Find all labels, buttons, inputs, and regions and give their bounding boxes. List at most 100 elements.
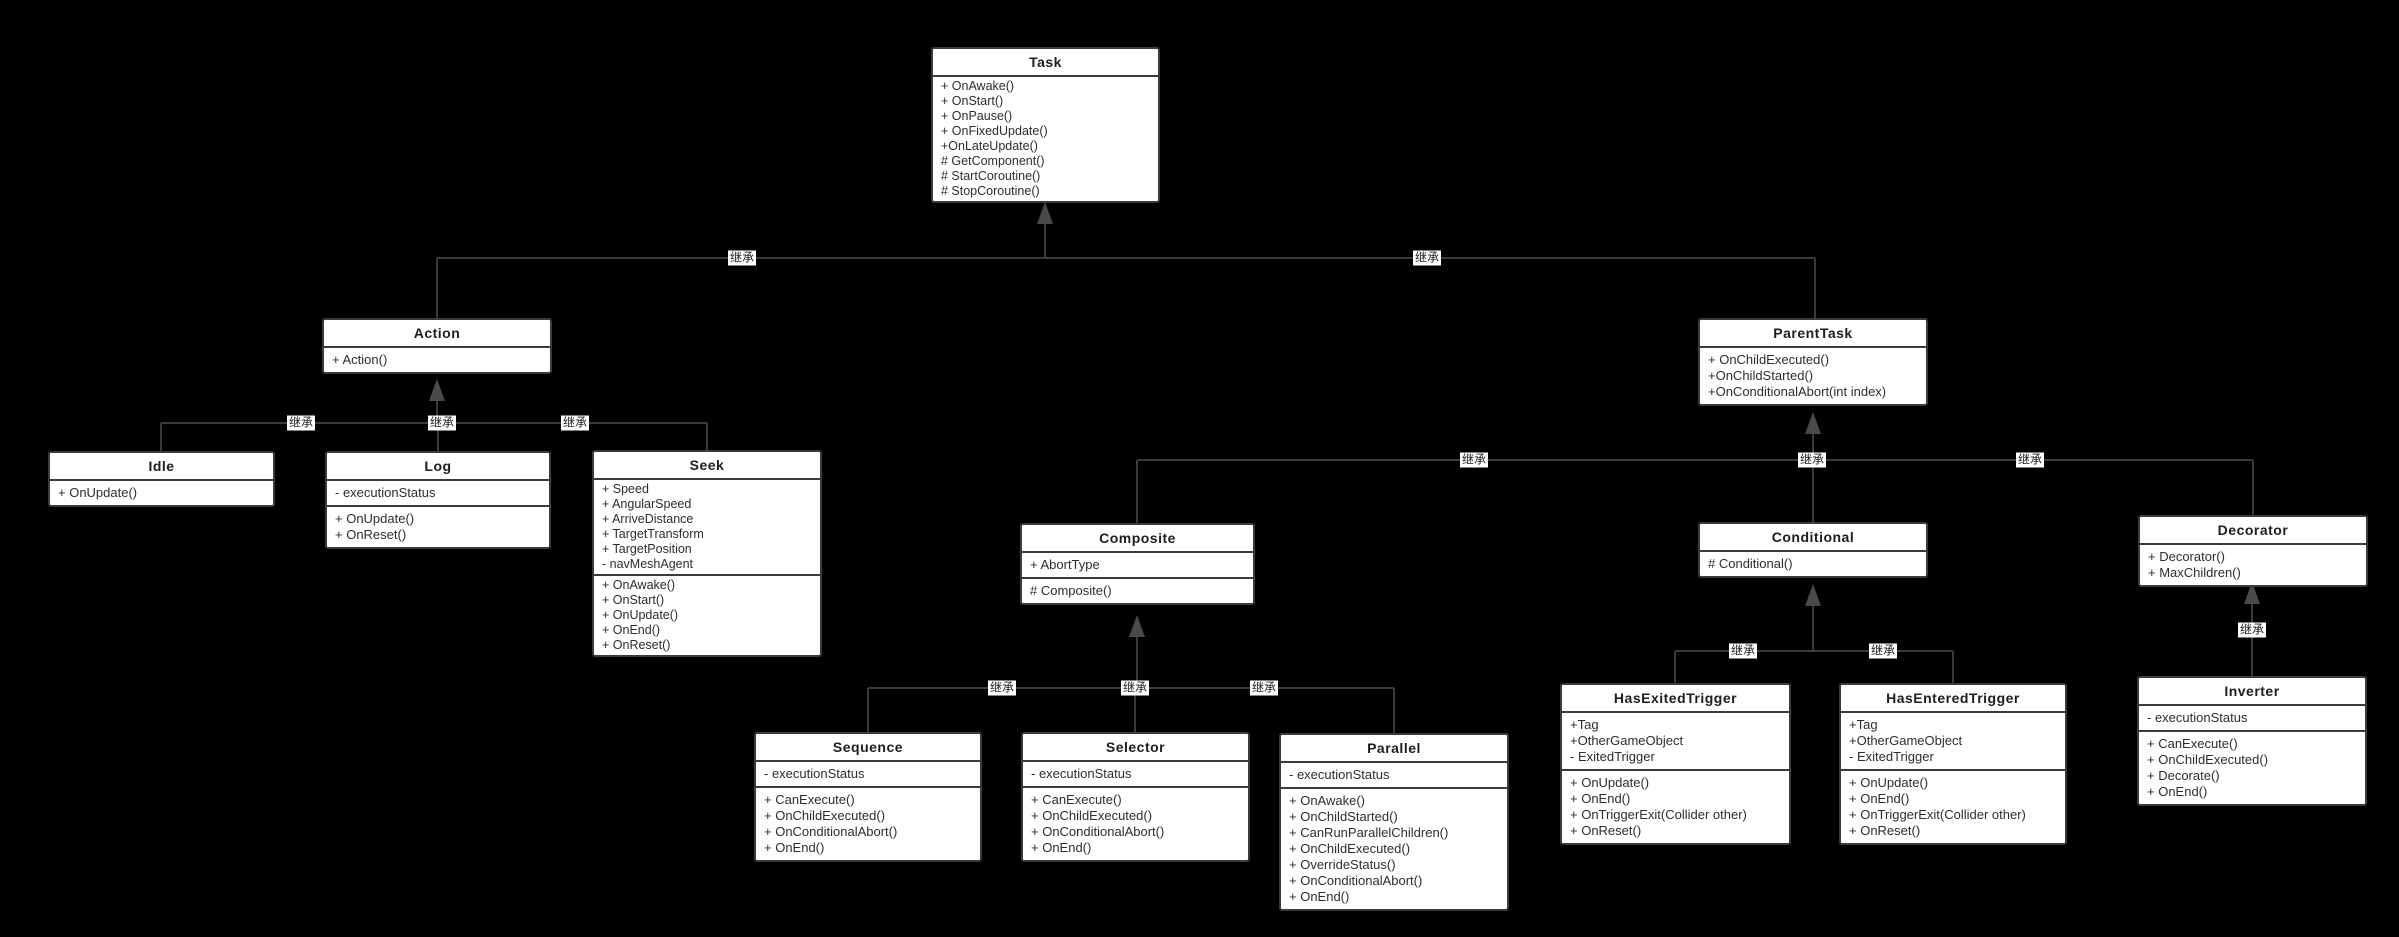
- method: + OnChildExecuted(): [764, 808, 886, 823]
- attribute: +OtherGameObject: [1570, 733, 1684, 748]
- edge-parenttask-children: [1136, 434, 2254, 523]
- method: +OnChildStarted(): [1708, 368, 1814, 383]
- edge-label-inherit: 继承: [2237, 622, 2267, 638]
- class-title: Inverter: [2224, 683, 2280, 699]
- method: + OnEnd(): [764, 840, 825, 855]
- class-title: Idle: [148, 458, 175, 474]
- method: + OnUpdate(): [602, 608, 679, 622]
- method: + OnEnd(): [602, 623, 661, 637]
- attribute: + ArriveDistance: [602, 512, 694, 526]
- attribute: + TargetPosition: [602, 542, 692, 556]
- attribute: - ExitedTrigger: [1849, 749, 1934, 764]
- attribute: - executionStatus: [1289, 767, 1390, 782]
- class-attributes: - executionStatus: [1281, 761, 1507, 787]
- class-methods: + OnUpdate(): [50, 479, 273, 505]
- method: # Composite(): [1030, 583, 1112, 598]
- method: + CanExecute(): [2147, 736, 2238, 751]
- method: + OnReset(): [602, 638, 671, 652]
- class-attributes: - executionStatus: [327, 479, 549, 505]
- class-conditional[interactable]: Conditional # Conditional(): [1698, 522, 1928, 578]
- arrowhead-task: [1037, 202, 1053, 224]
- arrowhead-conditional: [1805, 584, 1821, 606]
- attribute: - executionStatus: [335, 485, 436, 500]
- method: + OnTriggerExit(Collider other): [1849, 807, 2026, 822]
- attribute: + TargetTransform: [602, 527, 704, 541]
- method: + OnChildExecuted(): [1289, 841, 1411, 856]
- method: + OnChildExecuted(): [2147, 752, 2269, 767]
- class-title: Decorator: [2217, 522, 2289, 538]
- class-methods: + OnAwake() + OnStart() + OnPause() + On…: [933, 75, 1158, 201]
- method: + OnFixedUpdate(): [941, 124, 1048, 138]
- method: # GetComponent(): [941, 154, 1045, 168]
- attribute: +Tag: [1849, 717, 1878, 732]
- class-methods: + Action(): [324, 346, 550, 372]
- method: # StopCoroutine(): [941, 184, 1040, 198]
- edge-conditional-children: [1674, 606, 1954, 683]
- method: +OnLateUpdate(): [941, 139, 1038, 153]
- edge-label-inherit: 继承: [1249, 680, 1279, 696]
- method: + OnChildExecuted(): [1708, 352, 1830, 367]
- class-seek[interactable]: Seek + Speed + AngularSpeed + ArriveDist…: [592, 450, 822, 657]
- class-attributes: - executionStatus: [2139, 704, 2365, 730]
- method: + OnEnd(): [2147, 784, 2208, 799]
- class-parallel[interactable]: Parallel - executionStatus + OnAwake() +…: [1279, 733, 1509, 911]
- class-composite[interactable]: Composite + AbortType # Composite(): [1020, 523, 1255, 605]
- method: + OnStart(): [602, 593, 665, 607]
- edge-label-inherit: 继承: [560, 415, 590, 431]
- class-title: Seek: [689, 457, 725, 473]
- class-methods: + OnChildExecuted() +OnChildStarted() +O…: [1700, 346, 1926, 404]
- attribute: - navMeshAgent: [602, 557, 694, 571]
- class-title: Action: [413, 325, 461, 341]
- edge-label-inherit: 继承: [286, 415, 316, 431]
- method: + OnStart(): [941, 94, 1004, 108]
- method: # Conditional(): [1708, 556, 1793, 571]
- class-title: Log: [424, 458, 452, 474]
- class-methods: + OnAwake() + OnStart() + OnUpdate() + O…: [594, 574, 820, 655]
- attribute: - executionStatus: [764, 766, 865, 781]
- arrowhead-parenttask: [1805, 412, 1821, 434]
- method: + OnUpdate(): [335, 511, 415, 526]
- class-attributes: +Tag +OtherGameObject - ExitedTrigger: [1562, 711, 1789, 769]
- method: + OnUpdate(): [58, 485, 138, 500]
- class-title: HasEnteredTrigger: [1886, 690, 2020, 706]
- method: +OnConditionalAbort(int index): [1708, 384, 1887, 399]
- class-methods: + OnUpdate() + OnReset(): [327, 505, 549, 547]
- class-action[interactable]: Action + Action(): [322, 318, 552, 374]
- arrowhead-composite: [1129, 615, 1145, 637]
- class-task[interactable]: Task + OnAwake() + OnStart() + OnPause()…: [931, 47, 1160, 203]
- attribute: +OtherGameObject: [1849, 733, 1963, 748]
- edge-label-inherit: 继承: [1868, 643, 1898, 659]
- method: + OnConditionalAbort(): [764, 824, 898, 839]
- class-idle[interactable]: Idle + OnUpdate(): [48, 451, 275, 507]
- class-title: Selector: [1105, 739, 1166, 755]
- method: + OnConditionalAbort(): [1031, 824, 1165, 839]
- class-title: Task: [1029, 54, 1062, 70]
- class-methods: + CanExecute() + OnChildExecuted() + Dec…: [2139, 730, 2365, 804]
- class-methods: + CanExecute() + OnChildExecuted() + OnC…: [756, 786, 980, 860]
- attribute: - executionStatus: [1031, 766, 1132, 781]
- class-decorator[interactable]: Decorator + Decorator() + MaxChildren(): [2138, 515, 2368, 587]
- class-attributes: + Speed + AngularSpeed + ArriveDistance …: [594, 478, 820, 574]
- attribute: - ExitedTrigger: [1570, 749, 1655, 764]
- class-methods: + Decorator() + MaxChildren(): [2140, 543, 2366, 585]
- class-selector[interactable]: Selector - executionStatus + CanExecute(…: [1021, 732, 1250, 862]
- method: + OnEnd(): [1849, 791, 1910, 806]
- class-parenttask[interactable]: ParentTask + OnChildExecuted() +OnChildS…: [1698, 318, 1928, 406]
- edge-label-inherit: 继承: [427, 415, 457, 431]
- class-attributes: - executionStatus: [756, 760, 980, 786]
- class-hasenteredtrigger[interactable]: HasEnteredTrigger +Tag +OtherGameObject …: [1839, 683, 2067, 845]
- class-sequence[interactable]: Sequence - executionStatus + CanExecute(…: [754, 732, 982, 862]
- class-hasexitedtrigger[interactable]: HasExitedTrigger +Tag +OtherGameObject -…: [1560, 683, 1791, 845]
- method: + CanExecute(): [764, 792, 855, 807]
- attribute: +Tag: [1570, 717, 1599, 732]
- method: + OnEnd(): [1031, 840, 1092, 855]
- method: + CanRunParallelChildren(): [1289, 825, 1449, 840]
- edge-task-children: [436, 224, 1816, 318]
- method: + CanExecute(): [1031, 792, 1122, 807]
- class-inverter[interactable]: Inverter - executionStatus + CanExecute(…: [2137, 676, 2367, 806]
- method: + OnAwake(): [941, 79, 1015, 93]
- arrowhead-action: [429, 379, 445, 401]
- class-log[interactable]: Log - executionStatus + OnUpdate() + OnR…: [325, 451, 551, 549]
- class-attributes: - executionStatus: [1023, 760, 1248, 786]
